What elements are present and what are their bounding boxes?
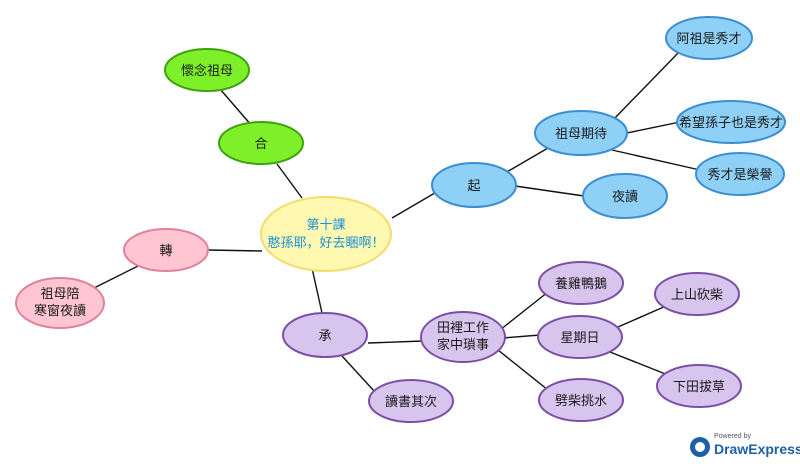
node-hope-grandson-shape: [676, 100, 786, 144]
connector-zhuan-company: [93, 264, 141, 289]
node-firewood-water-shape: [538, 378, 624, 422]
node-farm-work-line2: 家中瑣事: [437, 337, 489, 353]
node-cheng-label: 承: [318, 329, 331, 344]
node-hope-grandson[interactable]: 希望孫子也是秀才: [676, 100, 786, 144]
connector-center-qi: [391, 189, 441, 219]
node-he[interactable]: 合: [218, 121, 304, 165]
connector-expect-honor: [611, 149, 701, 171]
node-poultry-shape: [538, 261, 624, 305]
node-he-shape: [218, 121, 304, 165]
connector-qi-grandma-expect: [504, 147, 549, 174]
connector-qi-night-study: [514, 185, 585, 197]
node-grandma-expect-shape: [534, 110, 628, 156]
center-title-line1: 第十課: [306, 217, 345, 233]
node-scholar-honor[interactable]: 秀才是榮譽: [695, 152, 785, 196]
node-poultry[interactable]: 養雞鴨鵝: [538, 261, 624, 305]
node-qi-label: 起: [467, 179, 480, 194]
connector-center-cheng: [311, 267, 323, 314]
node-farm-work[interactable]: 田裡工作 家中瑣事: [420, 311, 506, 363]
connector-expect-ancestor: [611, 50, 681, 122]
node-sunday[interactable]: 星期日: [537, 315, 623, 359]
node-zhuan-shape: [123, 228, 209, 272]
powered-by-text: Powered by: [714, 433, 751, 440]
node-night-study-shape: [582, 173, 668, 219]
node-miss-grandma-shape: [164, 48, 250, 92]
node-sunday-shape: [537, 315, 623, 359]
node-study-second-label: 讀書其次: [385, 394, 437, 410]
node-mountain-wood-label: 上山砍柴: [671, 288, 723, 303]
connector-he-miss: [219, 88, 253, 127]
node-miss-grandma-label: 懷念祖母: [181, 63, 233, 79]
connector-center-zhuan: [207, 249, 263, 252]
node-poultry-label: 養雞鴨鵝: [555, 276, 607, 292]
node-qi[interactable]: 起: [431, 162, 517, 208]
node-grandma-company-line2: 寒窗夜讀: [34, 303, 86, 319]
node-scholar-honor-label: 秀才是榮譽: [707, 168, 772, 183]
node-cheng[interactable]: 承: [282, 312, 368, 358]
node-farm-work-shape: [420, 311, 506, 363]
connector-cheng-farm: [367, 340, 424, 344]
node-grandma-company-line1: 祖母陪: [40, 287, 79, 302]
node-grandma-expect-label: 祖母期待: [555, 127, 607, 142]
connector-center-he: [276, 163, 303, 199]
node-farm-work-line1: 田裡工作: [437, 321, 489, 336]
connector-farm-firewood: [497, 349, 549, 391]
node-ancestor-scholar-shape: [665, 16, 753, 60]
node-night-study-label: 夜讀: [612, 190, 638, 205]
node-hope-grandson-label: 希望孫子也是秀才: [679, 115, 783, 131]
node-miss-grandma[interactable]: 懷念祖母: [164, 48, 250, 92]
node-zhuan-label: 轉: [159, 244, 172, 259]
node-study-second-shape: [368, 379, 454, 423]
connector-lines: [93, 50, 701, 393]
node-scholar-honor-shape: [695, 152, 785, 196]
node-study-second[interactable]: 讀書其次: [368, 379, 454, 423]
node-zhuan[interactable]: 轉: [123, 228, 209, 272]
drawexpress-branding: Powered by DrawExpress: [690, 432, 800, 460]
center-node-shape: [260, 196, 392, 272]
node-grandma-company[interactable]: 祖母陪 寒窗夜讀: [15, 277, 105, 329]
node-night-study[interactable]: 夜讀: [582, 173, 668, 219]
node-qi-shape: [431, 162, 517, 208]
node-mountain-wood-shape: [654, 272, 740, 316]
connector-sunday-mountain: [617, 305, 667, 328]
node-firewood-water[interactable]: 劈柴挑水: [538, 378, 624, 422]
brand-name-text: DrawExpress: [714, 441, 800, 457]
node-field-weed-label: 下田拔草: [673, 380, 725, 395]
connector-farm-sunday: [502, 334, 541, 339]
node-field-weed[interactable]: 下田拔草: [656, 364, 742, 408]
node-mountain-wood[interactable]: 上山砍柴: [654, 272, 740, 316]
center-node[interactable]: 第十課 憨孫耶，好去睏啊！: [260, 196, 392, 272]
connector-sunday-field: [609, 351, 669, 376]
node-sunday-label: 星期日: [560, 331, 599, 346]
node-he-label: 合: [254, 137, 267, 152]
node-firewood-water-label: 劈柴挑水: [555, 393, 607, 409]
center-title-line2: 憨孫耶，好去睏啊！: [267, 236, 384, 251]
connector-cheng-study: [341, 355, 376, 393]
node-ancestor-scholar[interactable]: 阿祖是秀才: [665, 16, 753, 60]
drawexpress-logo-icon: [690, 437, 710, 457]
connector-farm-poultry: [499, 291, 549, 331]
connector-expect-hope: [621, 121, 681, 135]
node-field-weed-shape: [656, 364, 742, 408]
node-cheng-shape: [282, 312, 368, 358]
node-ancestor-scholar-label: 阿祖是秀才: [676, 32, 741, 47]
node-grandma-company-shape: [15, 277, 105, 329]
node-grandma-expect[interactable]: 祖母期待: [534, 110, 628, 156]
